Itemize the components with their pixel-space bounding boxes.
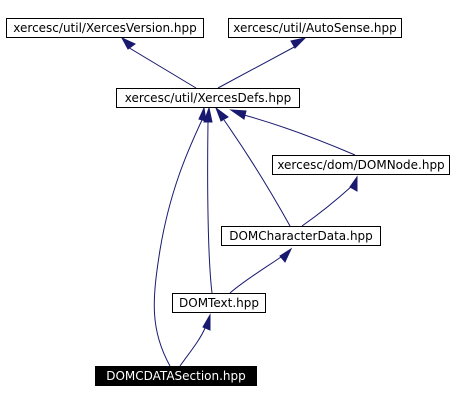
node-domcdatasection-hpp-current: DOMCDATASection.hpp <box>95 366 257 386</box>
edge-cdatasection-to-domtext <box>179 327 206 367</box>
node-xercesversion-hpp[interactable]: xercesc/util/XercesVersion.hpp <box>6 18 204 38</box>
edge-arrowhead <box>214 106 229 122</box>
node-autosense-hpp[interactable]: xercesc/util/AutoSense.hpp <box>228 18 402 38</box>
edge-arrowhead <box>229 109 247 120</box>
node-xercesdefs-hpp[interactable]: xercesc/util/XercesDefs.hpp <box>116 88 300 108</box>
edge-arrowhead <box>202 313 211 331</box>
edge-characterdata-to-xercesdefs <box>223 119 291 227</box>
edge-arrowhead <box>198 106 207 122</box>
edge-xercesdefs-to-xercesversion <box>125 45 197 89</box>
edge-arrowhead <box>279 247 293 263</box>
edge-characterdata-to-domnode <box>301 185 353 227</box>
edge-arrowhead <box>203 106 213 123</box>
edge-cdatasection-to-xercesdefs <box>153 119 203 367</box>
edge-xercesdefs-to-autosense <box>217 44 299 89</box>
edge-arrowhead <box>349 175 358 192</box>
edge-domnode-to-xercesdefs <box>243 114 356 156</box>
edge-arrowhead <box>120 36 136 50</box>
node-domnode-hpp[interactable]: xercesc/dom/DOMNode.hpp <box>272 155 450 175</box>
edge-domtext-to-xercesdefs <box>207 121 213 294</box>
node-domtext-hpp[interactable]: DOMText.hpp <box>172 293 266 313</box>
edge-arrowhead <box>290 37 307 49</box>
node-domcharacterdata-hpp[interactable]: DOMCharacterData.hpp <box>221 226 381 246</box>
edge-domtext-to-characterdata <box>229 256 282 294</box>
